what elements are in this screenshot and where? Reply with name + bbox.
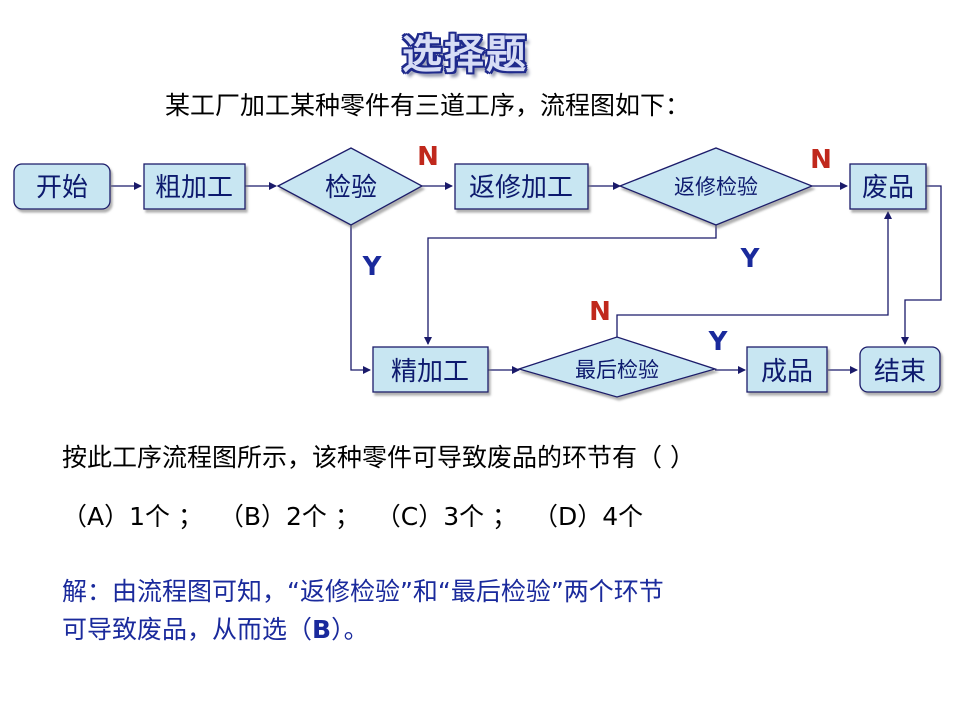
solution-choice: B (312, 615, 332, 644)
branch-label-y: Y (740, 244, 761, 274)
solution-text: 解：由流程图可知，“返修检验”和“最后检验”两个环节 可导致废品，从而选（B）。 (62, 573, 922, 649)
node-product (746, 346, 828, 393)
node-rework-inspection (618, 147, 814, 226)
branch-label-n: N (589, 297, 611, 327)
connector-lines (111, 182, 942, 374)
node-end-label: 结束 (874, 357, 926, 387)
node-inspection (276, 147, 424, 226)
node-rough-machining (143, 163, 246, 210)
node-waste-label: 废品 (862, 173, 914, 203)
slide-subtitle: 某工厂加工某种零件有三道工序，流程图如下： (165, 91, 691, 120)
node-rework-inspection-label: 返修检验 (674, 175, 758, 199)
branch-label-n: N (810, 145, 832, 175)
node-product-label: 成品 (761, 357, 813, 387)
node-rough-label: 粗加工 (155, 173, 233, 203)
solution-line-2: 可导致废品，从而选（B）。 (62, 611, 922, 649)
node-waste (849, 163, 927, 210)
branch-label-y: Y (708, 327, 729, 357)
answer-options: （A）1个 ； （B）2个 ； （C）3个 ； （D）4个 (62, 502, 644, 531)
solution-suffix: ）。 (331, 615, 369, 644)
solution-prefix: 可导致废品，从而选（ (62, 615, 313, 644)
node-final-inspection-label: 最后检验 (575, 358, 659, 382)
node-start-label: 开始 (36, 173, 88, 203)
node-inspection-label: 检验 (325, 173, 377, 203)
node-end (859, 346, 941, 393)
branch-label-n: N (417, 142, 439, 172)
flowchart: 开始 粗加工 检验 返修加工 返修检验 废品 精加工 最后检验 成品 结束 N … (13, 142, 942, 398)
node-rework-label: 返修加工 (469, 173, 573, 203)
node-fine-label: 精加工 (391, 357, 469, 387)
question-text: 按此工序流程图所示，该种零件可导致废品的环节有（ ） (62, 443, 695, 472)
node-final-inspection (516, 336, 718, 398)
node-start (13, 163, 111, 210)
slide-title: 选择题 (402, 31, 528, 78)
branch-label-y: Y (362, 252, 383, 282)
node-fine-machining (372, 346, 489, 393)
node-rework (454, 163, 589, 210)
solution-line-1: 解：由流程图可知，“返修检验”和“最后检验”两个环节 (62, 577, 664, 606)
